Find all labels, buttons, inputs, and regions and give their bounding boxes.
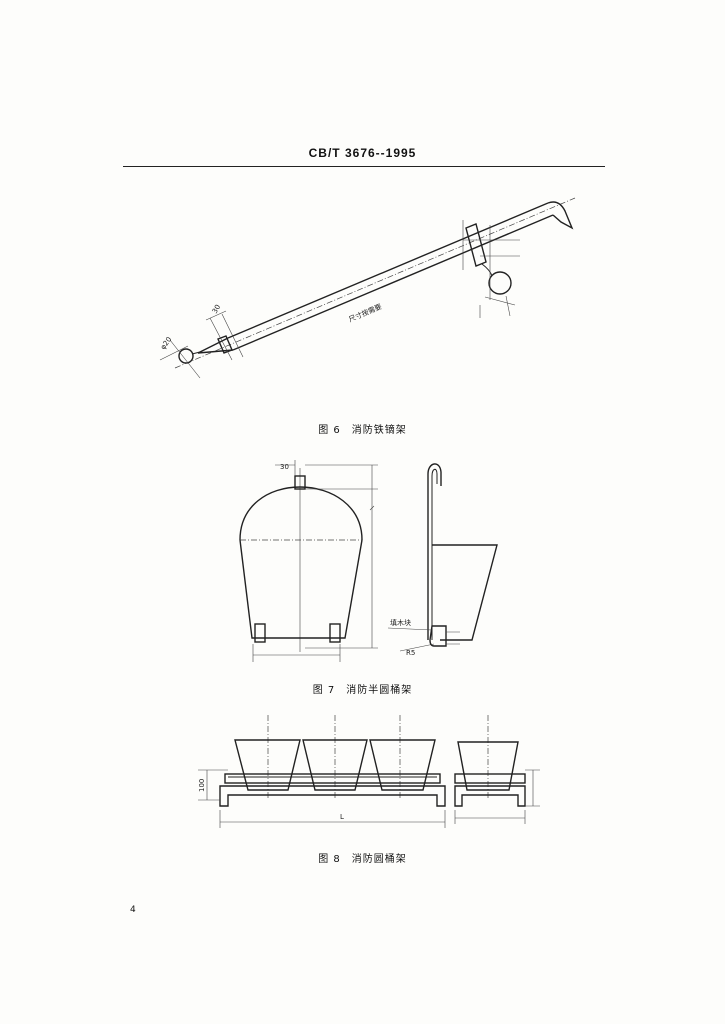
fig8-side-frame <box>454 785 526 807</box>
fig6-bar-upper-edge <box>227 202 549 339</box>
fig6-dim-lines-right <box>462 220 520 318</box>
fig6-left-collar <box>217 335 233 354</box>
fig6-ring-link <box>481 263 493 277</box>
fig8-dim-lines <box>198 769 446 828</box>
fig8-side-rail <box>454 773 526 784</box>
figure-7-front-view: 30 <box>239 460 378 662</box>
fig7-hook-width-label: 30 <box>280 463 289 471</box>
fig8-length-label: L <box>340 813 344 821</box>
page-number: 4 <box>130 905 136 915</box>
header-rule <box>123 166 605 167</box>
fig6-centerline <box>174 197 576 369</box>
figure-8-front-view: 100 L <box>198 715 446 828</box>
figure-7-side-view: 填木块 R5 <box>387 463 498 657</box>
standard-number: CB/T 3676--1995 <box>308 146 417 160</box>
fig7-dome-outline <box>239 486 363 541</box>
figure-6-caption: 图 6 消防铁镝架 <box>318 425 407 436</box>
fig7-side-bucket <box>432 544 498 641</box>
fig8-side-dim-lines <box>454 769 540 824</box>
fig6-bar-note: 尺寸按需要 <box>347 302 383 324</box>
fig7-wood-block-label: 填木块 <box>390 618 411 627</box>
fig7-left-foot-bracket <box>254 623 266 643</box>
fig7-side-wood-block <box>429 625 447 647</box>
figure-6-drawing: 30 φ20 尺寸按需要 <box>159 197 576 379</box>
figure-7-caption: 图 7 消防半圆桶架 <box>312 685 413 696</box>
fig8-height-label: 100 <box>198 779 206 792</box>
fig6-hook-tip <box>547 201 574 230</box>
fig6-dim-top-label: 30 <box>211 303 222 315</box>
fig7-hook-block <box>294 475 306 490</box>
fig7-side-hook-bar <box>427 463 442 640</box>
figure-8-caption: 图 8 消防圆桶架 <box>318 854 407 865</box>
fig7-right-foot-bracket <box>329 623 341 643</box>
fig6-right-bracket <box>465 223 487 267</box>
fig6-right-ring <box>488 271 512 295</box>
fig8-base-frame <box>219 785 446 807</box>
figure-8-side-view <box>454 715 540 824</box>
fig7-side-hook-inner <box>431 468 438 640</box>
fig6-bar-lower-edge <box>232 214 554 351</box>
fig6-dim-lines-left <box>159 310 244 379</box>
fig6-phi-label: φ20 <box>159 335 173 351</box>
fig6-left-ring <box>178 348 194 364</box>
fig7-bucket-sides <box>239 539 363 639</box>
fig7-leader-lines <box>387 627 460 652</box>
fig6-ring-stem <box>191 351 201 355</box>
fig8-top-rail <box>224 773 441 784</box>
fig7-radius-label: R5 <box>406 649 415 657</box>
fig7-dim-lines <box>252 460 378 662</box>
